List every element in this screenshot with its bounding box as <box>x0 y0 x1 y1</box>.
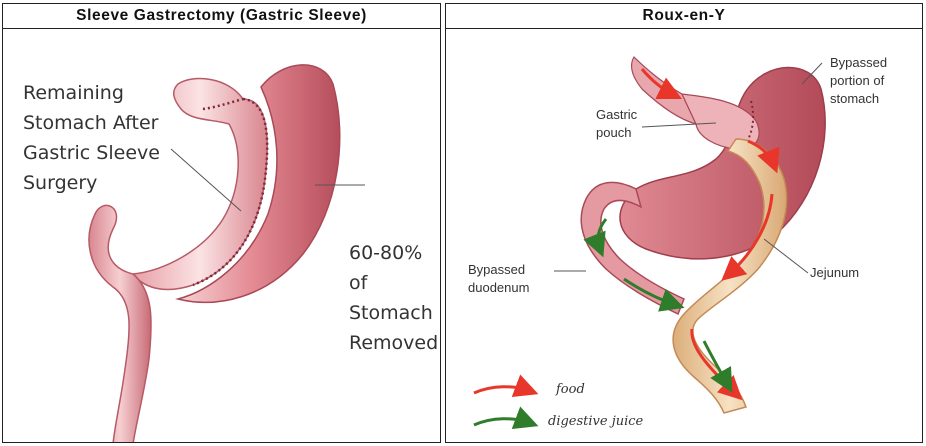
remaining-label-line2: Stomach After <box>23 112 159 134</box>
legend-juice-arrow <box>474 419 530 425</box>
remaining-label-line3: Gastric Sleeve <box>23 142 160 164</box>
removed-label-line4: Removed <box>349 332 438 354</box>
roux-panel-title: Roux-en-Y <box>446 4 922 29</box>
roux-en-y-panel: Roux-en-Y <box>445 3 923 443</box>
removed-label-line3: Stomach <box>349 302 433 324</box>
remaining-leader-line <box>171 149 241 211</box>
gastric-pouch-label-line1: Gastric <box>596 107 638 122</box>
sleeve-gastrectomy-panel: Sleeve Gastrectomy (Gastric Sleeve) <box>2 3 441 443</box>
sleeve-panel-title: Sleeve Gastrectomy (Gastric Sleeve) <box>3 4 440 29</box>
jejunum-leader <box>764 239 808 273</box>
bypassed-stomach-label-line2: portion of <box>830 73 885 88</box>
duodenum <box>89 205 151 443</box>
bypassed-duodenum-label-line1: Bypassed <box>468 262 525 277</box>
jejunum-label: Jejunum <box>810 265 859 280</box>
bypassed-duodenum-label-line2: duodenum <box>468 280 529 295</box>
remaining-label-line4: Surgery <box>23 172 97 194</box>
roux-illustration: Bypassed portion of stomach Gastric pouc… <box>446 29 923 443</box>
legend-juice-label: digestive juice <box>548 414 644 429</box>
legend-food-label: food <box>555 382 585 397</box>
bypassed-stomach-label-line1: Bypassed <box>830 55 887 70</box>
sleeve-illustration: Remaining Stomach After Gastric Sleeve S… <box>3 29 441 443</box>
gastric-pouch-label-line2: pouch <box>596 125 631 140</box>
legend-food-arrow <box>474 387 530 393</box>
removed-label-line1: 60-80% <box>349 242 422 264</box>
bypassed-stomach-label-line3: stomach <box>830 91 879 106</box>
remaining-label-line1: Remaining <box>23 82 124 104</box>
removed-label-line2: of <box>349 272 369 294</box>
